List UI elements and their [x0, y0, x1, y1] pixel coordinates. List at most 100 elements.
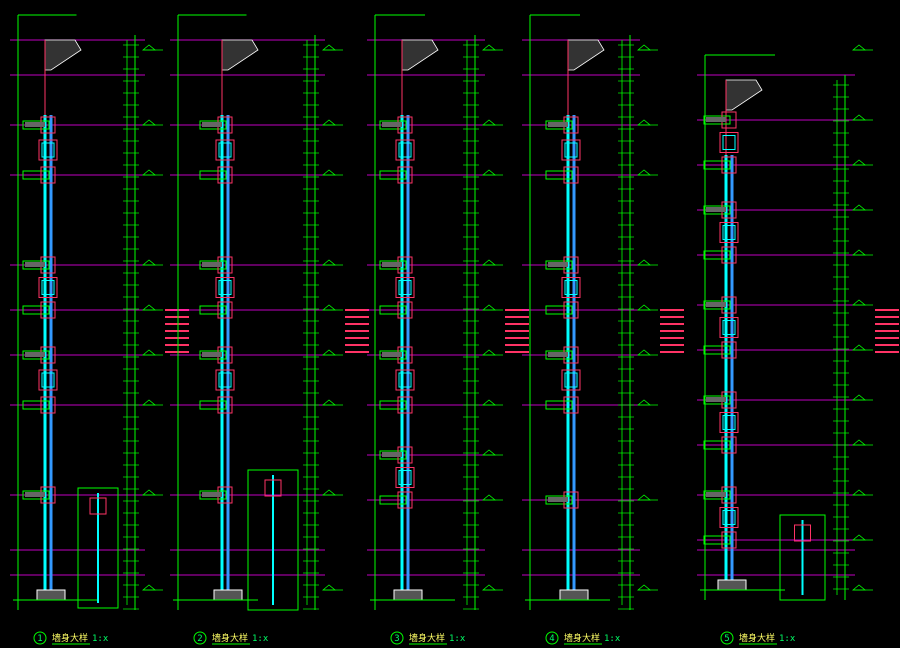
foundation — [36, 589, 66, 601]
window-frame — [395, 277, 415, 298]
slab-hatch — [548, 497, 568, 502]
section-title: 墙身大样 — [739, 632, 775, 644]
slab — [199, 350, 227, 360]
beam — [40, 301, 56, 319]
slab-hatch — [382, 122, 402, 127]
beam — [217, 396, 233, 414]
slab-hatch — [25, 262, 45, 267]
slab — [703, 440, 731, 450]
section-title: 墙身大样 — [212, 632, 248, 644]
beam — [721, 531, 737, 549]
section-number: 1 — [37, 634, 42, 644]
section-number-circle — [545, 631, 559, 645]
section-scale: 1:x — [604, 634, 621, 644]
beam — [563, 396, 579, 414]
slab — [22, 400, 50, 410]
slab-hatch — [25, 122, 45, 127]
slab — [379, 350, 407, 360]
window-frame — [215, 369, 235, 391]
slab — [199, 400, 227, 410]
window-glass — [41, 280, 55, 295]
slab — [703, 300, 731, 310]
window-frame — [395, 369, 415, 391]
beam — [397, 491, 413, 509]
beam — [397, 166, 413, 184]
section-number: 5 — [724, 634, 729, 644]
slab-hatch — [202, 262, 222, 267]
window-frame — [719, 412, 739, 433]
window-glass — [218, 142, 232, 158]
window-frame — [719, 507, 739, 528]
window-glass — [722, 510, 736, 525]
slab-hatch — [25, 492, 45, 497]
window-frame — [719, 222, 739, 243]
slab-hatch — [706, 302, 726, 307]
foundation — [213, 589, 243, 601]
section-number-circle — [720, 631, 734, 645]
slab — [379, 450, 407, 460]
window-frame — [38, 139, 58, 161]
slab — [379, 495, 407, 505]
slab — [545, 495, 573, 505]
slab-hatch — [382, 352, 402, 357]
detail-beam — [264, 479, 282, 497]
section-title: 墙身大样 — [52, 632, 88, 644]
window-glass — [41, 142, 55, 158]
detail-frame — [77, 487, 119, 609]
slab — [199, 305, 227, 315]
slab — [199, 120, 227, 130]
window-frame — [215, 139, 235, 161]
section-scale: 1:x — [779, 634, 796, 644]
slab — [22, 170, 50, 180]
beam — [721, 156, 737, 174]
slab-hatch — [706, 207, 726, 212]
window-glass — [564, 280, 578, 295]
slab-hatch — [548, 352, 568, 357]
slab — [545, 170, 573, 180]
slab — [703, 490, 731, 500]
window-glass — [398, 142, 412, 158]
window-frame — [561, 277, 581, 298]
slab — [545, 350, 573, 360]
section-number-circle — [390, 631, 404, 645]
section-number-circle — [33, 631, 47, 645]
slab — [199, 170, 227, 180]
window-frame — [38, 369, 58, 391]
window-frame — [561, 369, 581, 391]
window-glass — [398, 470, 412, 485]
window-frame — [38, 277, 58, 298]
window-frame — [215, 277, 235, 298]
slab — [199, 490, 227, 500]
section-number: 3 — [394, 634, 399, 644]
beam — [721, 436, 737, 454]
slab-hatch — [706, 117, 726, 122]
slab-hatch — [706, 492, 726, 497]
beam — [721, 246, 737, 264]
beam — [563, 166, 579, 184]
window-frame — [719, 317, 739, 338]
beam — [397, 301, 413, 319]
slab — [545, 120, 573, 130]
slab-hatch — [382, 452, 402, 457]
beam — [217, 301, 233, 319]
section-5: 5 墙身大样 1:x — [697, 44, 899, 645]
slab — [703, 205, 731, 215]
slab-hatch — [25, 352, 45, 357]
window-glass — [564, 142, 578, 158]
slab — [379, 120, 407, 130]
slab — [703, 345, 731, 355]
detail-frame — [247, 469, 299, 611]
slab — [22, 490, 50, 500]
slab-hatch — [382, 262, 402, 267]
slab — [703, 160, 731, 170]
window-glass — [722, 135, 736, 150]
slab — [703, 115, 731, 125]
slab — [545, 260, 573, 270]
detail-beam — [89, 497, 107, 515]
section-scale: 1:x — [92, 634, 109, 644]
slab — [379, 305, 407, 315]
section-number-circle — [193, 631, 207, 645]
